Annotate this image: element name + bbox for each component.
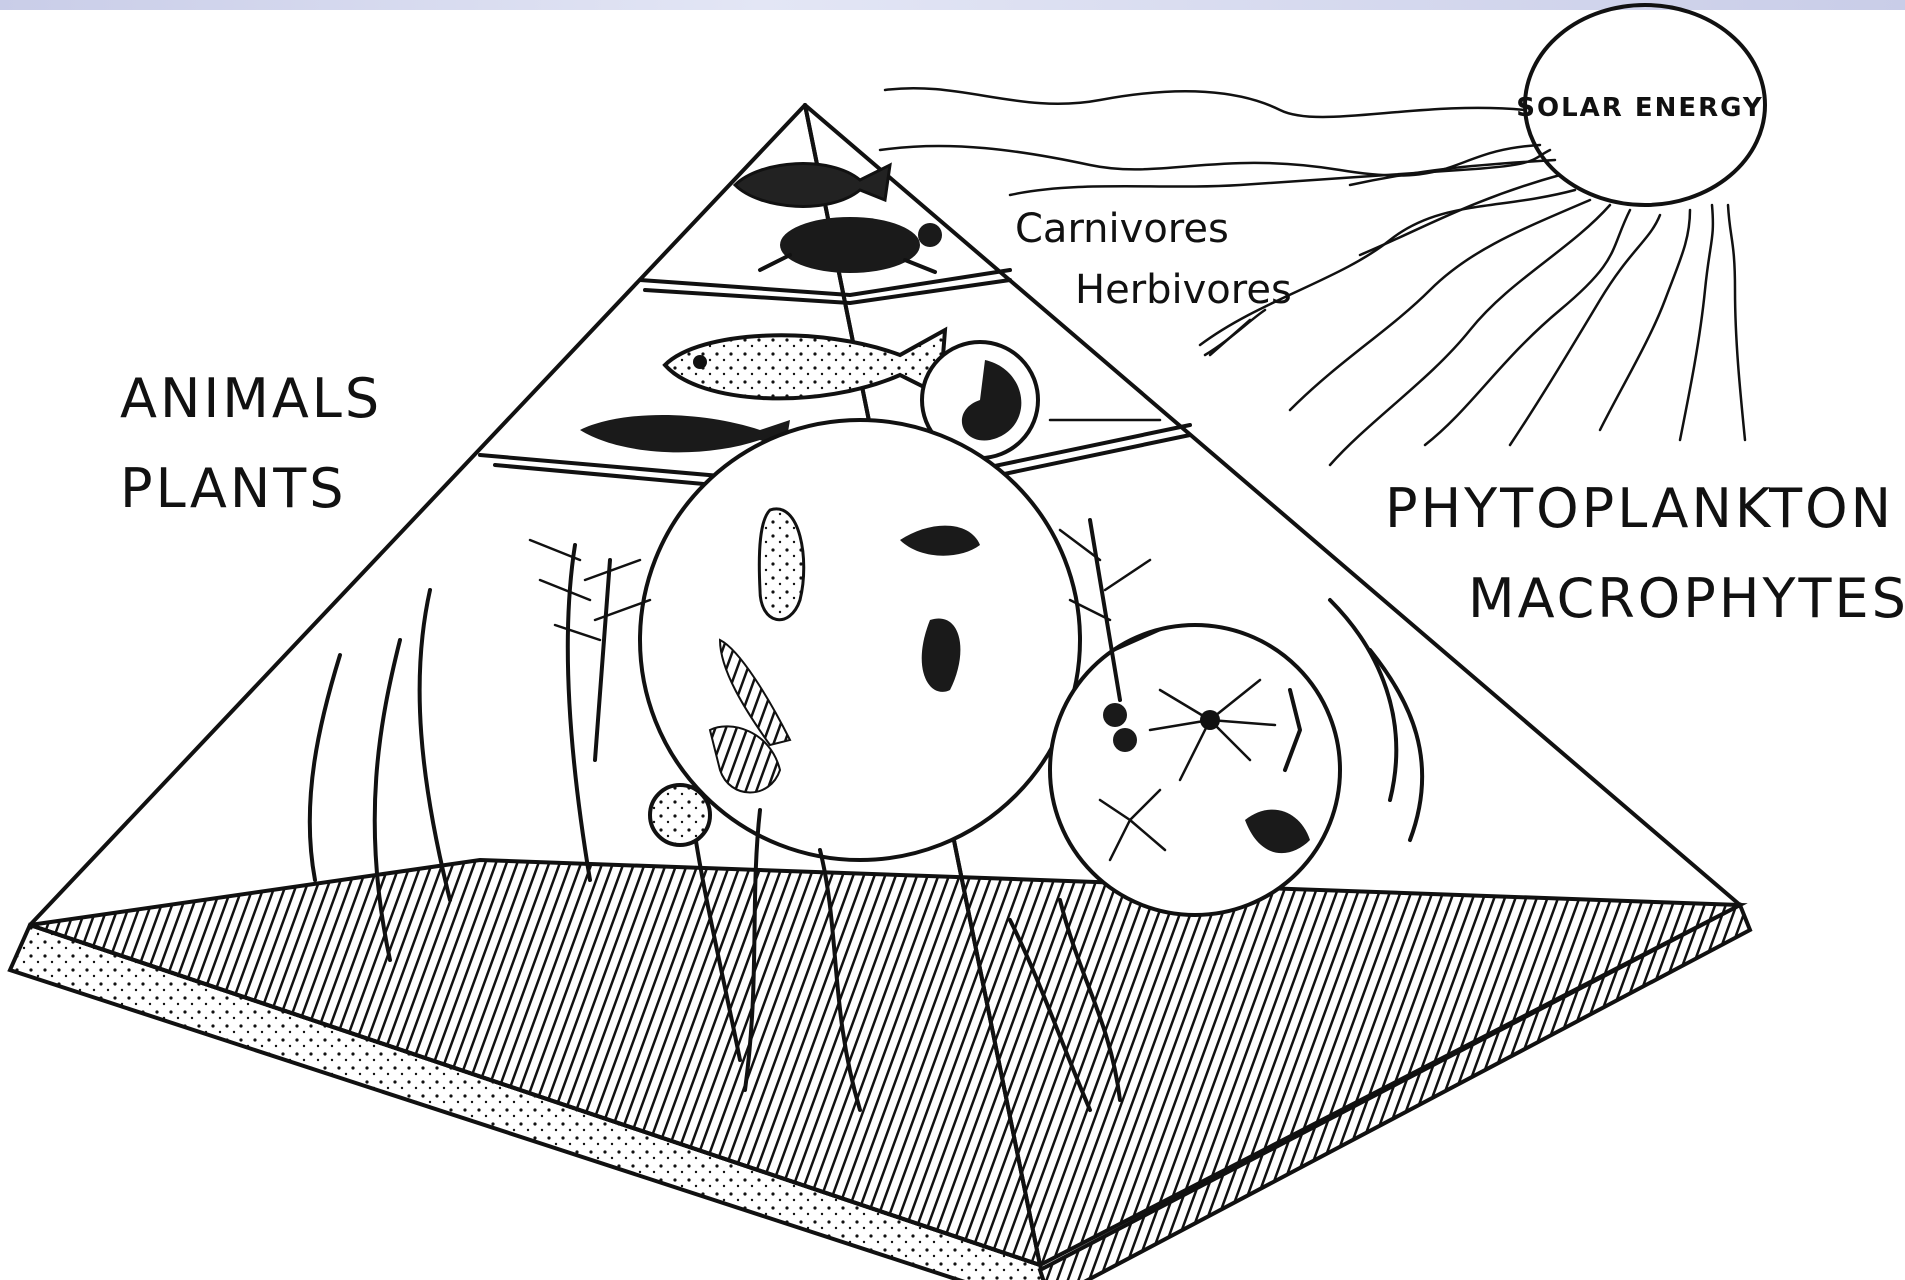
- carnivores-label: Carnivores: [1015, 206, 1229, 252]
- herbivore-fish-icon: [665, 330, 945, 398]
- phytoplankton-circle: [1050, 625, 1340, 915]
- plants-label: PLANTS: [120, 457, 347, 520]
- macrophytes-label: MACROPHYTES: [1468, 567, 1905, 630]
- zooplankton-circle: [640, 420, 1080, 860]
- solar-energy-label: SOLAR ENERGY: [1516, 93, 1764, 123]
- herbivores-label: Herbivores: [1075, 267, 1292, 313]
- phytoplankton-label: PHYTOPLANKTON: [1385, 477, 1894, 540]
- animals-label: ANIMALS: [120, 367, 382, 430]
- carnivore-fish-icon: [735, 164, 890, 207]
- pointer-lines: [1050, 320, 1250, 420]
- sediment-base: [10, 860, 1750, 1280]
- turtle-icon: [760, 217, 942, 273]
